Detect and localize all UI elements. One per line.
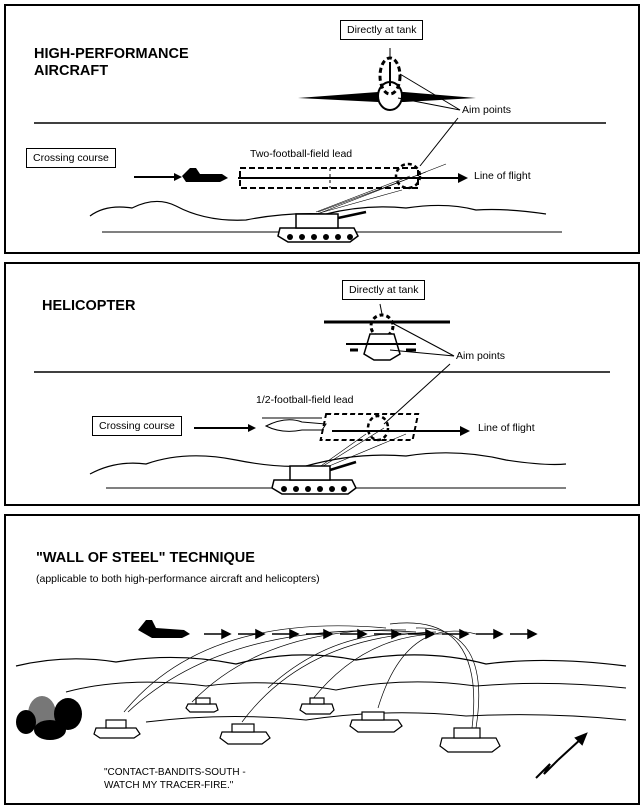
- wall-title: "WALL OF STEEL" TECHNIQUE: [36, 550, 255, 566]
- wall-of-steel-panel: "WALL OF STEEL" TECHNIQUE (applicable to…: [4, 514, 640, 805]
- tank-icon-4: [299, 697, 335, 715]
- tank-icon-5: [349, 711, 403, 733]
- terrain-near: [145, 712, 627, 723]
- terrain-far: [15, 654, 627, 667]
- aircraft-crossing-label: Crossing course: [26, 148, 116, 168]
- tank-icon: [271, 460, 357, 495]
- attacking-aircraft-icon: [138, 620, 190, 638]
- aircraft-aim-label: Aim points: [462, 104, 512, 116]
- aim-leader-1: [393, 323, 455, 357]
- wall-subtitle: (applicable to both high-performance air…: [36, 573, 320, 585]
- aim-leader-3: [419, 117, 459, 167]
- helicopter-line-label: Line of flight: [478, 422, 535, 434]
- helicopter-title: HELICOPTER: [42, 298, 136, 314]
- crossing-helicopter-icon: [262, 417, 327, 432]
- tree-icon: [16, 696, 82, 740]
- terrain: [89, 452, 567, 475]
- tank-icon-6: [439, 727, 501, 753]
- aim-leader-2: [389, 349, 455, 357]
- lead-box: [319, 413, 420, 441]
- aim-leader-1: [399, 73, 461, 111]
- terrain-mid: [65, 681, 627, 693]
- aircraft-line-label: Line of flight: [474, 170, 531, 182]
- aircraft-diagram: [34, 48, 606, 243]
- lead-aim-circle: [394, 162, 422, 190]
- lead-aim-circle: [366, 414, 390, 442]
- helicopter-aim-label: Aim points: [456, 350, 506, 362]
- tank-icon: [277, 210, 367, 243]
- crossing-aircraft-icon: [182, 168, 228, 182]
- aircraft-directly-label: Directly at tank: [340, 20, 424, 40]
- helicopter-crossing-label: Crossing course: [92, 416, 182, 436]
- tank-icon-3: [219, 723, 271, 745]
- flight-path-arrows: [204, 628, 538, 640]
- helicopter-panel: HELICOPTER: [4, 262, 640, 506]
- radio-call-quote: "CONTACT-BANDITS-SOUTH - WATCH MY TRACER…: [104, 767, 246, 791]
- aircraft-panel: HIGH-PERFORMANCE AIRCRAFT: [4, 4, 640, 254]
- aim-leader-2: [397, 97, 461, 111]
- tank-icon-1: [93, 719, 141, 739]
- helicopter-lead-label: 1/2-football-field lead: [256, 394, 354, 406]
- directly-leader: [379, 303, 383, 315]
- wall-diagram: [15, 620, 627, 779]
- aircraft-title: HIGH-PERFORMANCE AIRCRAFT: [34, 46, 189, 79]
- head-on-aircraft-icon: [298, 56, 476, 111]
- aircraft-lead-label: Two-football-field lead: [250, 148, 353, 160]
- helicopter-directly-label: Directly at tank: [342, 280, 426, 300]
- helicopter-diagram: [34, 303, 610, 495]
- head-on-helicopter-icon: [324, 313, 450, 361]
- north-arrow-icon: [535, 732, 588, 779]
- tank-icon-2: [185, 697, 219, 713]
- tracer-arcs: [123, 622, 480, 729]
